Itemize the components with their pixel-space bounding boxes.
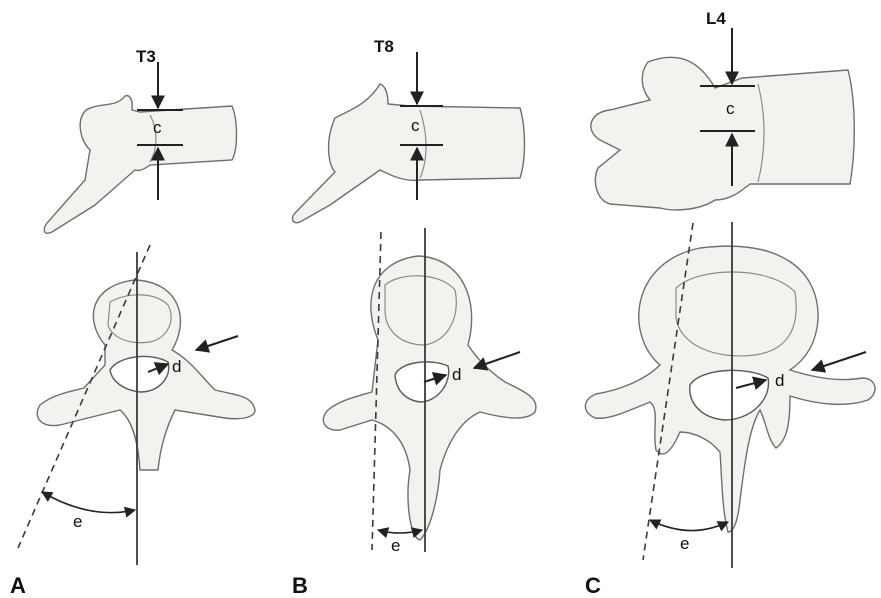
panel-b-level-label: T8 [374, 37, 394, 56]
panel-a-angle-label: e [73, 512, 82, 531]
panel-b-canal-label: d [452, 365, 461, 384]
panel-c: L4 c d e C [585, 9, 875, 598]
panel-b-angle-label: e [391, 536, 400, 555]
panel-a-outer-arrow [196, 336, 238, 350]
panel-c-height-label: c [726, 99, 735, 118]
panel-a-letter: A [10, 573, 26, 598]
panel-c-angle-label: e [680, 534, 689, 553]
panel-b-letter: B [292, 573, 308, 598]
panel-b-lateral-vertebra: T8 c [293, 37, 525, 223]
panel-c-axial-vertebra: d e [585, 222, 875, 568]
panel-b-outer-arrow [474, 352, 520, 368]
panel-a-level-label: T3 [136, 47, 156, 66]
panel-a-angle-arc [42, 492, 135, 513]
panel-c-lateral-vertebra: L4 c [591, 9, 854, 210]
panel-b-height-label: c [411, 116, 420, 135]
panel-b-axial-vertebra: d e [323, 228, 536, 555]
panel-a-canal-label: d [172, 357, 181, 376]
panel-c-angle-arc [650, 520, 728, 531]
panel-a-lateral-vertebra: T3 c [44, 47, 236, 233]
panel-a: T3 c d e A [10, 47, 255, 598]
panel-b: T8 c d e B [292, 37, 536, 598]
panel-c-letter: C [585, 573, 601, 598]
panel-c-level-label: L4 [706, 9, 726, 28]
panel-c-outer-arrow [812, 352, 866, 370]
panel-c-canal-label: d [775, 371, 784, 390]
panel-a-axial-vertebra: d e [18, 245, 255, 565]
panel-a-height-label: c [153, 118, 162, 137]
